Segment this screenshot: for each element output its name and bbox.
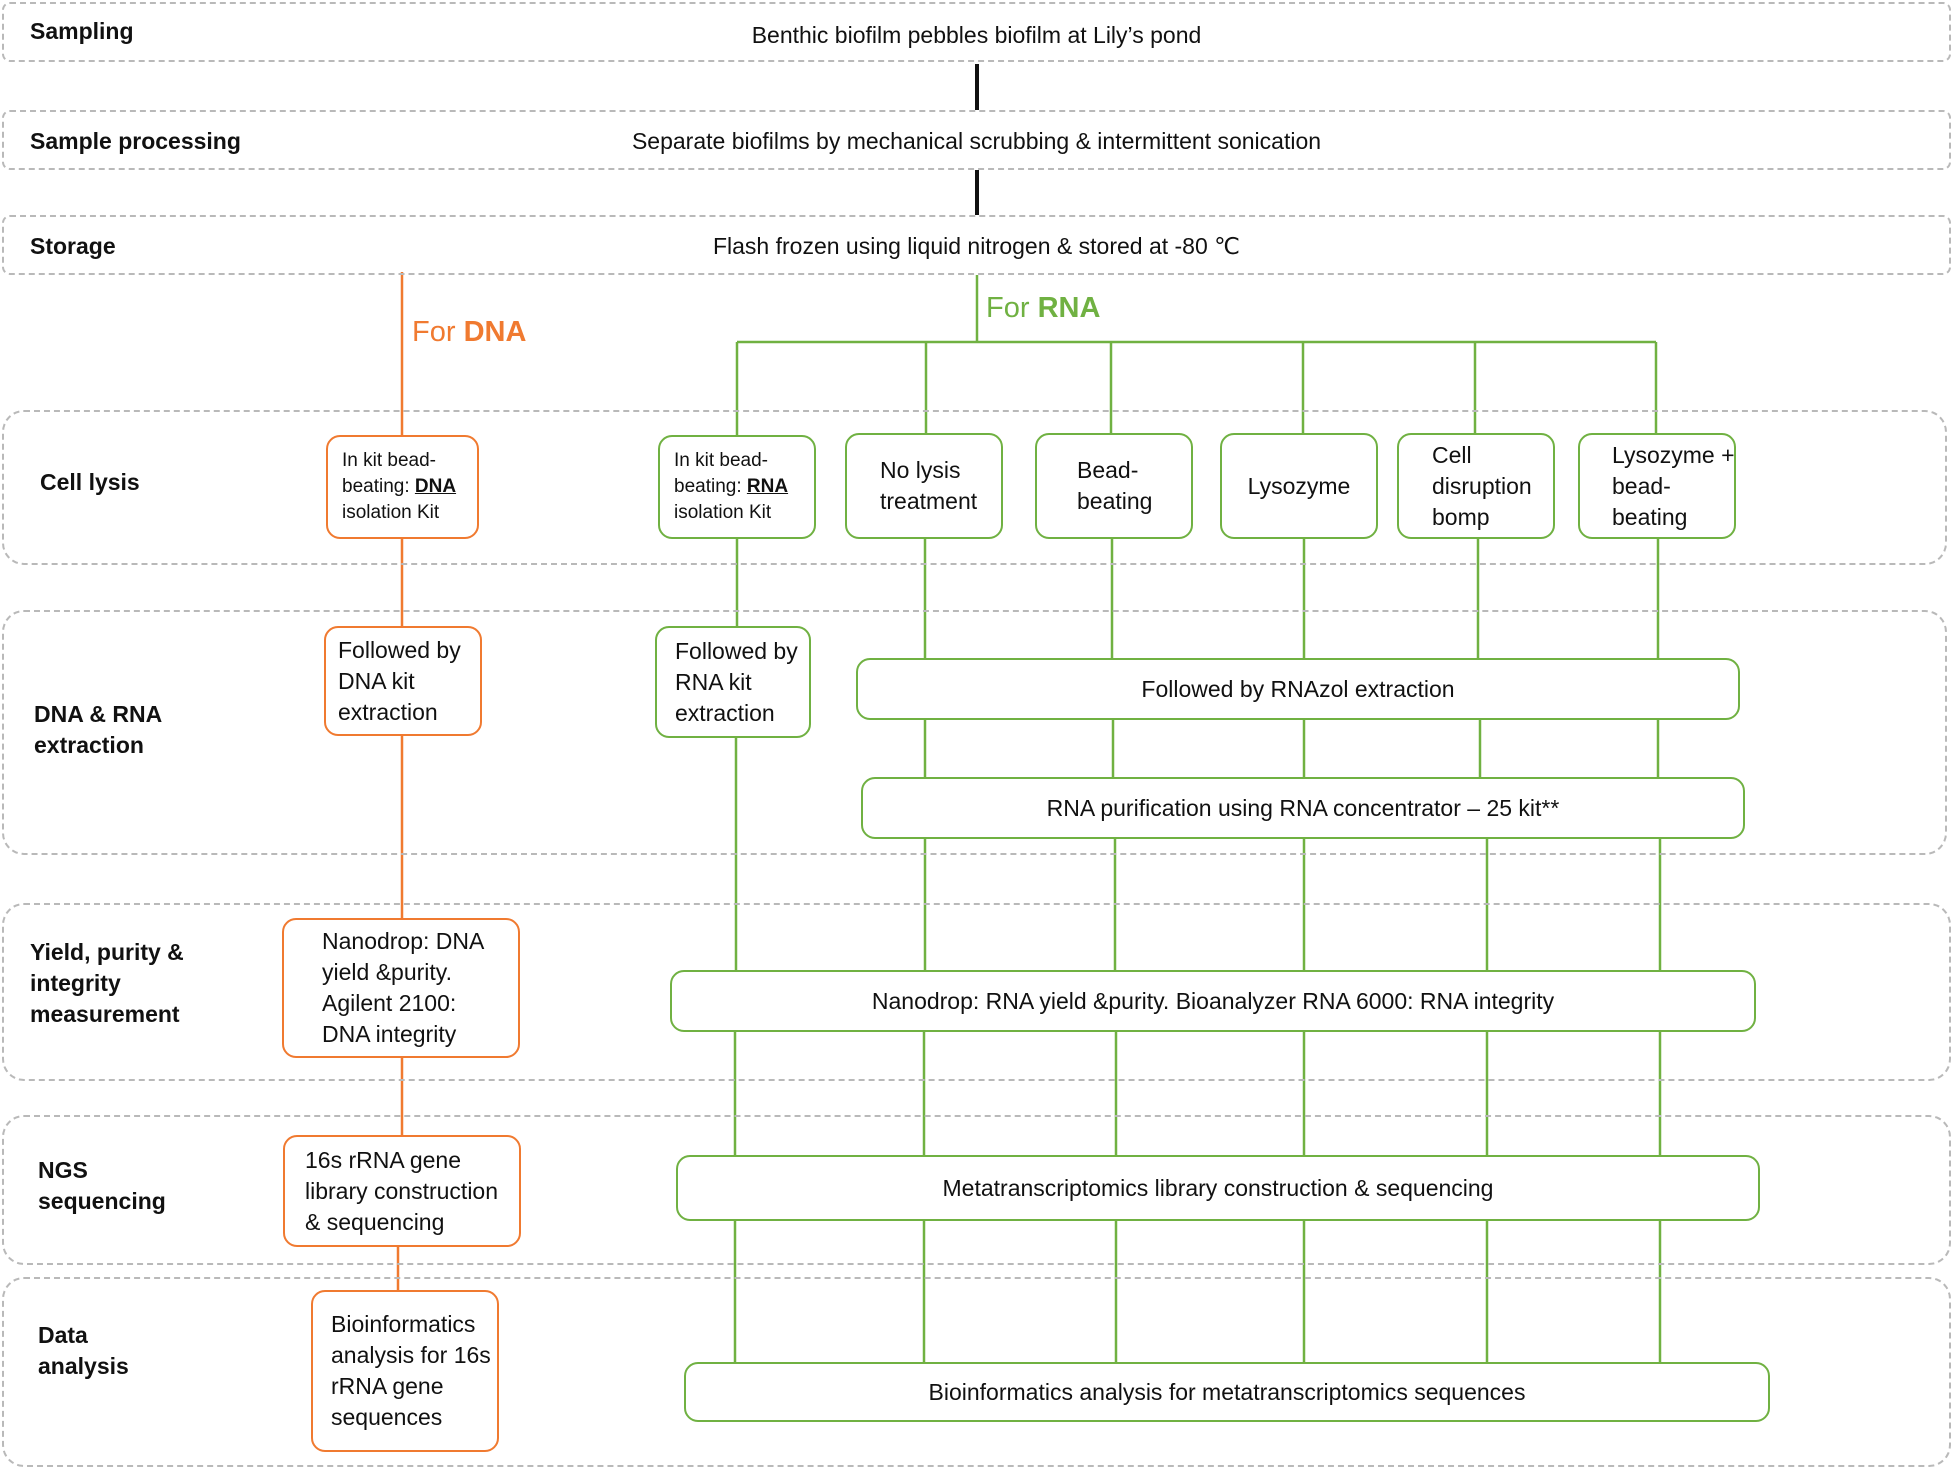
step-sampling: Benthic biofilm pebbles biofilm at Lily’…: [751, 22, 1202, 48]
rna-ngs-box: Metatranscriptomics library construction…: [676, 1155, 1760, 1221]
rna-kit-extraction-line-1: Followed by: [675, 637, 798, 664]
rna-lysis-no-lysis-line-2: treatment: [880, 488, 978, 514]
rna-lysis-bead-beating-line-2: beating: [1077, 488, 1153, 514]
rna-analysis-box: Bioinformatics analysis for metatranscri…: [684, 1362, 1770, 1422]
dna-connectors: [396, 272, 404, 1290]
dna-yield-line-1: Nanodrop: DNA: [322, 928, 485, 954]
dna-extraction-line-3: extraction: [338, 698, 438, 725]
rna-lysis-no-lysis-line-1: No lysis: [880, 457, 961, 483]
band-storage: Storage Flash frozen using liquid nitrog…: [2, 215, 1951, 275]
rna-analysis-text: Bioinformatics analysis for metatranscri…: [928, 1378, 1526, 1405]
dna-extraction-box: Followed by DNA kit extraction: [324, 626, 482, 736]
rna-lysis-lysozyme-bead-box: Lysozyme + bead- beating: [1578, 433, 1736, 539]
rna-connectors: [733, 275, 1662, 1362]
branch-label-rna: For RNA: [986, 292, 1100, 325]
band-sampling: Sampling Benthic biofilm pebbles biofilm…: [2, 2, 1951, 62]
band-sample-processing: Sample processing Separate biofilms by m…: [2, 110, 1951, 170]
rna-lysis-cell-disruption-line-1: Cell: [1432, 441, 1472, 468]
stage-label-storage: Storage: [30, 233, 116, 259]
rna-lysis-lysozyme-line-1: Lysozyme: [1247, 472, 1351, 499]
band-yield: [2, 903, 1951, 1081]
branch-dna-prefix: For: [412, 316, 464, 348]
stage-label-cell-lysis: Cell lysis: [40, 469, 140, 495]
rna-lysis-kit-line-3: isolation Kit: [674, 502, 772, 523]
dna-ngs-line-3: & sequencing: [305, 1208, 445, 1235]
band-cell-lysis: [2, 410, 1947, 565]
rna-lysis-lysozyme-box: Lysozyme: [1220, 433, 1378, 539]
rna-lysis-kit-line-2: beating: RNA: [674, 474, 800, 500]
dna-analysis-line-2: analysis for 16s: [331, 1342, 491, 1368]
branch-label-dna: For DNA: [412, 316, 526, 349]
dna-yield-box: Nanodrop: DNA yield &purity. Agilent 210…: [282, 918, 520, 1058]
dna-analysis-line-4: sequences: [331, 1404, 443, 1430]
dna-ngs-line-2: library construction: [305, 1177, 499, 1204]
stage-label-yield: Yield, purity & integrity measurement: [30, 939, 184, 1027]
rna-lysis-cell-disruption-box: Cell disruption bomp: [1397, 433, 1555, 539]
rna-lysis-lysozyme-bead-line-3: beating: [1612, 503, 1688, 530]
dna-analysis-line-3: rRNA gene: [331, 1373, 444, 1399]
branch-dna-name: DNA: [463, 316, 527, 348]
rna-lysis-lysozyme-bead-line-2: bead-: [1612, 472, 1671, 499]
dna-lysis-line-3: isolation Kit: [342, 502, 440, 523]
rna-kit-extraction-line-2: RNA kit: [675, 668, 752, 695]
rna-kit-extraction-box: Followed by RNA kit extraction: [655, 626, 811, 738]
step-storage: Flash frozen using liquid nitrogen & sto…: [712, 233, 1240, 259]
dna-yield-line-4: DNA integrity: [322, 1021, 457, 1047]
stage-label-sample-processing: Sample processing: [30, 128, 241, 154]
dna-yield-line-3: Agilent 2100:: [322, 990, 457, 1016]
rna-lysis-cell-disruption-line-2: disruption: [1432, 472, 1532, 499]
dna-lysis-line-1: In kit bead-: [342, 450, 436, 471]
step-sample-processing: Separate biofilms by mechanical scrubbin…: [631, 128, 1322, 154]
band-data-analysis: [2, 1277, 1951, 1467]
dna-extraction-line-1: Followed by: [338, 636, 461, 663]
band-ngs: [2, 1115, 1951, 1265]
stage-label-ngs: NGS sequencing: [38, 1157, 166, 1214]
rna-lysis-lysozyme-bead-line-1: Lysozyme +: [1612, 441, 1735, 468]
dna-analysis-box: Bioinformatics analysis for 16s rRNA gen…: [311, 1290, 499, 1452]
rna-lysis-kit-type: RNA: [746, 476, 789, 497]
stage-label-data-analysis: Data analysis: [38, 1322, 129, 1379]
band-extraction: [2, 610, 1947, 855]
rna-kit-extraction-line-3: extraction: [675, 699, 775, 726]
rna-ngs-text: Metatranscriptomics library construction…: [942, 1174, 1494, 1201]
rna-lysis-bead-beating-line-1: Bead-: [1077, 457, 1139, 483]
dna-lysis-kit-type: DNA: [414, 476, 457, 497]
stage-label-extraction: DNA & RNA extraction: [34, 701, 163, 758]
rna-purification-box: RNA purification using RNA concentrator …: [861, 777, 1745, 839]
dna-analysis-line-1: Bioinformatics: [331, 1311, 476, 1337]
branch-rna-prefix: For: [986, 292, 1038, 324]
rna-lysis-bead-beating-box: Bead- beating: [1035, 433, 1193, 539]
dna-ngs-line-1: 16s rRNA gene: [305, 1146, 461, 1173]
dna-lysis-line-2a: beating:: [342, 476, 415, 497]
dna-lysis-line-2: beating: DNA: [342, 474, 463, 500]
rna-lysis-kit-line-1: In kit bead-: [674, 450, 768, 471]
rna-purification-text: RNA purification using RNA concentrator …: [1046, 794, 1560, 821]
branch-rna-name: RNA: [1037, 292, 1101, 324]
rna-rnazol-text: Followed by RNAzol extraction: [1141, 675, 1455, 702]
rna-lysis-no-lysis-box: No lysis treatment: [845, 433, 1003, 539]
rna-lysis-kit-box: In kit bead- beating: RNA isolation Kit: [658, 435, 816, 539]
rna-rnazol-box: Followed by RNAzol extraction: [856, 658, 1740, 720]
rna-yield-box: Nanodrop: RNA yield &purity. Bioanalyzer…: [670, 970, 1756, 1032]
dna-extraction-line-2: DNA kit: [338, 667, 415, 694]
dna-ngs-box: 16s rRNA gene library construction & seq…: [283, 1135, 521, 1247]
rna-lysis-cell-disruption-line-3: bomp: [1432, 503, 1490, 530]
dna-yield-line-2: yield &purity.: [322, 959, 452, 985]
dna-lysis-box: In kit bead- beating: DNA isolation Kit: [326, 435, 479, 539]
rna-yield-text: Nanodrop: RNA yield &purity. Bioanalyzer…: [871, 987, 1555, 1014]
stage-label-sampling: Sampling: [30, 18, 134, 44]
rna-lysis-kit-line-2a: beating:: [674, 476, 747, 497]
